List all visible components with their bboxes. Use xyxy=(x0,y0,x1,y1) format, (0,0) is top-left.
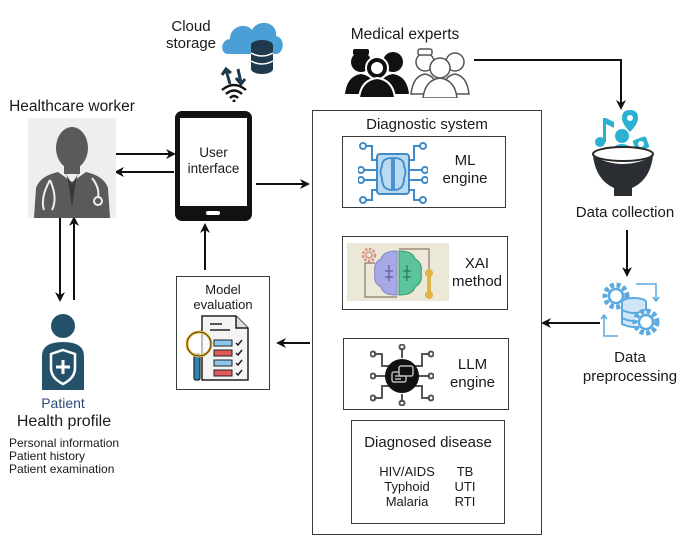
magnifier-icon xyxy=(186,330,213,381)
xai-brain-icon xyxy=(347,243,449,301)
diagnostic-system-label: Diagnostic system xyxy=(366,116,488,133)
tablet-home-button xyxy=(206,211,220,215)
xai-method-label: XAI method xyxy=(446,255,508,291)
cloud-storage-label-line1: Cloud xyxy=(171,18,211,35)
database-icon xyxy=(250,40,274,74)
cloud-storage-label-line2: storage xyxy=(165,35,217,52)
wrench-icon xyxy=(425,269,433,299)
healthcare-worker-label: Healthcare worker xyxy=(9,98,135,115)
data-preprocessing-label-line2: preprocessing xyxy=(582,368,678,385)
checkmark-icons xyxy=(235,339,243,377)
user-interface-label-line2: interface xyxy=(187,161,240,176)
health-profile-item: Patient examination xyxy=(9,462,115,476)
location-pin-icon xyxy=(622,110,638,132)
diagnosed-disease-box xyxy=(351,420,505,524)
gear-icon xyxy=(361,247,377,263)
ml-engine-label-line1: ML xyxy=(454,152,476,169)
xai-method-label-line1: XAI xyxy=(464,255,490,272)
music-note-icon xyxy=(595,118,614,147)
llm-engine-label-line2: engine xyxy=(449,374,496,391)
health-profile-label: Health profile xyxy=(16,413,112,430)
data-preprocessing-label-line1: Data xyxy=(614,349,646,366)
llm-chip-icon xyxy=(370,344,434,406)
cycle-arrows-icon xyxy=(600,283,660,337)
model-evaluation-label: Model evaluation xyxy=(176,282,270,312)
evaluation-report-icon xyxy=(186,315,249,381)
patient-label: Patient xyxy=(41,395,85,411)
user-interface-label: User interface xyxy=(180,145,247,177)
disease-item: TB xyxy=(456,464,474,479)
user-interface-label-line1: User xyxy=(199,145,228,160)
medical-experts-label: Medical experts xyxy=(350,26,460,43)
arrow-experts-to-collection xyxy=(474,59,626,110)
llm-engine-label-line1: LLM xyxy=(457,356,488,373)
data-preprocessing-label: Data preprocessing xyxy=(570,348,690,386)
healthcare-worker-icon[interactable] xyxy=(28,118,116,218)
disease-item: Typhoid xyxy=(384,479,430,494)
chat-bubbles-icon xyxy=(391,365,414,383)
cloud-storage-icon xyxy=(220,22,283,102)
data-collection-funnel-icon xyxy=(592,110,654,196)
tablet-screen xyxy=(180,118,247,206)
user-interface-tablet[interactable] xyxy=(175,111,252,221)
ml-engine-label-line2: engine xyxy=(442,170,488,187)
health-profile-item: Personal information xyxy=(9,436,120,450)
health-profile-item: Patient history xyxy=(9,449,86,463)
patient-icon[interactable] xyxy=(38,312,88,392)
ml-engine-label: ML engine xyxy=(430,152,500,188)
llm-engine-label: LLM engine xyxy=(440,356,505,392)
health-profile-items: Personal information Patient history Pat… xyxy=(9,437,139,476)
wifi-icon xyxy=(221,83,247,99)
cloud-storage-label: Cloud storage xyxy=(160,18,222,52)
disease-item: HIV/AIDS xyxy=(379,464,435,479)
disease-item: Malaria xyxy=(385,494,429,509)
gear-icon xyxy=(632,308,660,336)
medical-experts-icon xyxy=(345,48,470,98)
gear-icon xyxy=(602,282,630,310)
experts-filled-group xyxy=(345,49,409,98)
data-collection-label: Data collection xyxy=(575,204,675,221)
model-evaluation-label-line2: evaluation xyxy=(193,297,253,312)
sync-arrows-icon xyxy=(220,66,247,87)
disease-item: UTI xyxy=(454,479,476,494)
disease-list-left: HIV/AIDS Typhoid Malaria xyxy=(376,464,438,509)
disease-list-right: TB UTI RTI xyxy=(448,464,482,509)
model-evaluation-label-line1: Model xyxy=(205,282,241,297)
ml-brain-chip-icon xyxy=(358,142,428,204)
experts-outline-group xyxy=(410,48,470,98)
disease-item: RTI xyxy=(454,494,476,509)
xai-method-label-line2: method xyxy=(451,273,503,290)
data-preprocessing-icon xyxy=(600,282,660,337)
diagnosed-disease-label: Diagnosed disease xyxy=(364,434,492,451)
